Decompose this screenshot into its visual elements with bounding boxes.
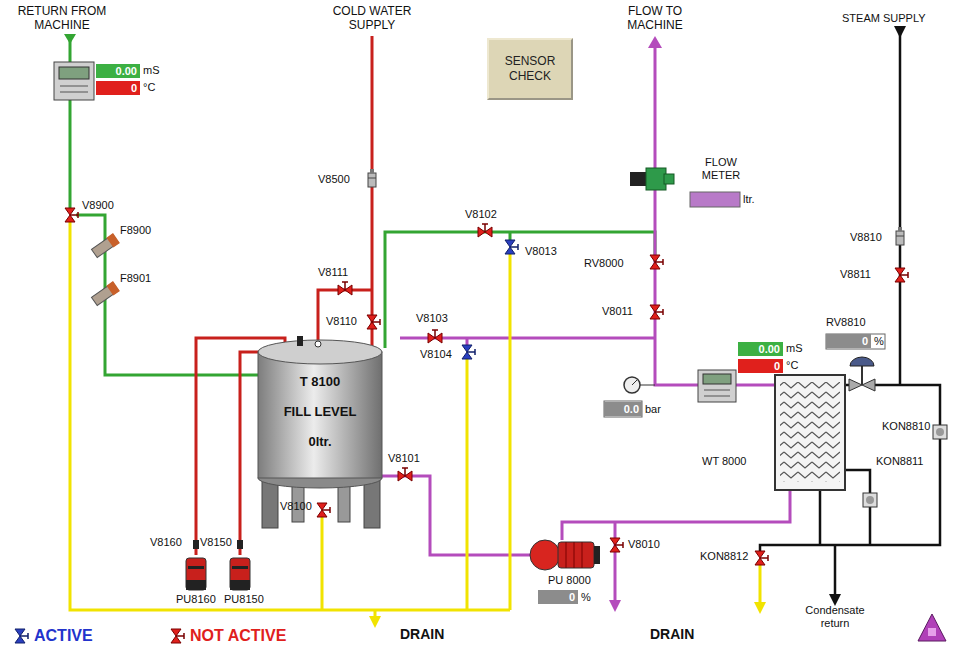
tag-label: V8900	[82, 199, 114, 212]
tag-label: %	[874, 335, 884, 348]
tag-label: WT 8000	[702, 455, 746, 468]
tag-label: V8160	[150, 536, 182, 549]
tag-label: V8811	[840, 268, 871, 281]
tag-label: KON8812	[700, 550, 748, 563]
tag-label: °C	[143, 81, 155, 94]
tag-label: V8500	[318, 173, 350, 186]
value-readout: 0	[538, 590, 578, 604]
tag-label: V8104	[420, 348, 452, 361]
node-text: SENSOR CHECK	[489, 54, 571, 84]
node-text: T 8100	[300, 374, 340, 390]
tag-label: V8810	[850, 231, 882, 244]
tag-label: V8011	[602, 305, 633, 318]
tag-label: ltr.	[743, 193, 755, 206]
tag-label: %	[581, 591, 591, 604]
tank-figure	[258, 336, 382, 528]
tag-label: V8100	[280, 500, 312, 513]
tag-label: V8110	[326, 315, 357, 328]
tag-label: KON8811	[876, 455, 924, 468]
node-text: FILL LEVEL	[284, 404, 357, 420]
tank-label: T 8100FILL LEVEL 0ltr.	[262, 360, 378, 474]
tag-label: bar	[645, 403, 661, 416]
legend-text: ACTIVE	[34, 627, 93, 645]
tag-label: PU8150	[224, 593, 264, 606]
drain-label: DRAIN	[650, 626, 694, 642]
tag-label: STEAM SUPPLY	[842, 12, 926, 25]
tag-label: V8150	[200, 536, 232, 549]
temperature-readout: 0	[96, 81, 140, 95]
temperature-readout: 0	[738, 359, 783, 373]
legend-text: NOT ACTIVE	[190, 627, 286, 645]
tag-label: °C	[786, 359, 798, 372]
tag-label: V8010	[628, 538, 660, 551]
tag-label: F8900	[120, 224, 151, 237]
drain-label: DRAIN	[400, 626, 444, 642]
tag-label: V8103	[416, 312, 448, 325]
conductivity-readout: 0.00	[738, 342, 783, 356]
tag-label: V8102	[465, 208, 497, 221]
tag-label: V8013	[525, 245, 557, 258]
tag-label: FLOW METER	[698, 156, 744, 182]
tag-label: RV8810	[826, 316, 866, 329]
value-readout: 0.0	[604, 402, 642, 416]
tag-label: F8901	[120, 272, 151, 285]
conductivity-readout: 0.00	[96, 64, 140, 78]
tag-label: mS	[786, 342, 803, 355]
flow-title: COLD WATER SUPPLY	[330, 4, 414, 32]
sensor-check-button: SENSOR CHECK	[487, 38, 573, 100]
tag-label: mS	[143, 64, 160, 77]
tag-label: KON8810	[882, 420, 930, 433]
tag-label: PU 8000	[548, 574, 591, 587]
tag-label: PU8160	[176, 593, 216, 606]
node-text: 0ltr.	[308, 434, 331, 450]
conductivity-meters	[54, 62, 736, 402]
flow-title: FLOW TO MACHINE	[615, 4, 695, 32]
tag-label: RV8000	[584, 257, 624, 270]
tag-label: V8111	[318, 266, 348, 279]
tag-label: V8101	[388, 452, 420, 465]
flow-title: RETURN FROM MACHINE	[12, 4, 112, 32]
value-readout: 0	[826, 334, 871, 348]
tag-label: Condensate return	[800, 604, 870, 630]
pump-figures	[186, 540, 600, 590]
